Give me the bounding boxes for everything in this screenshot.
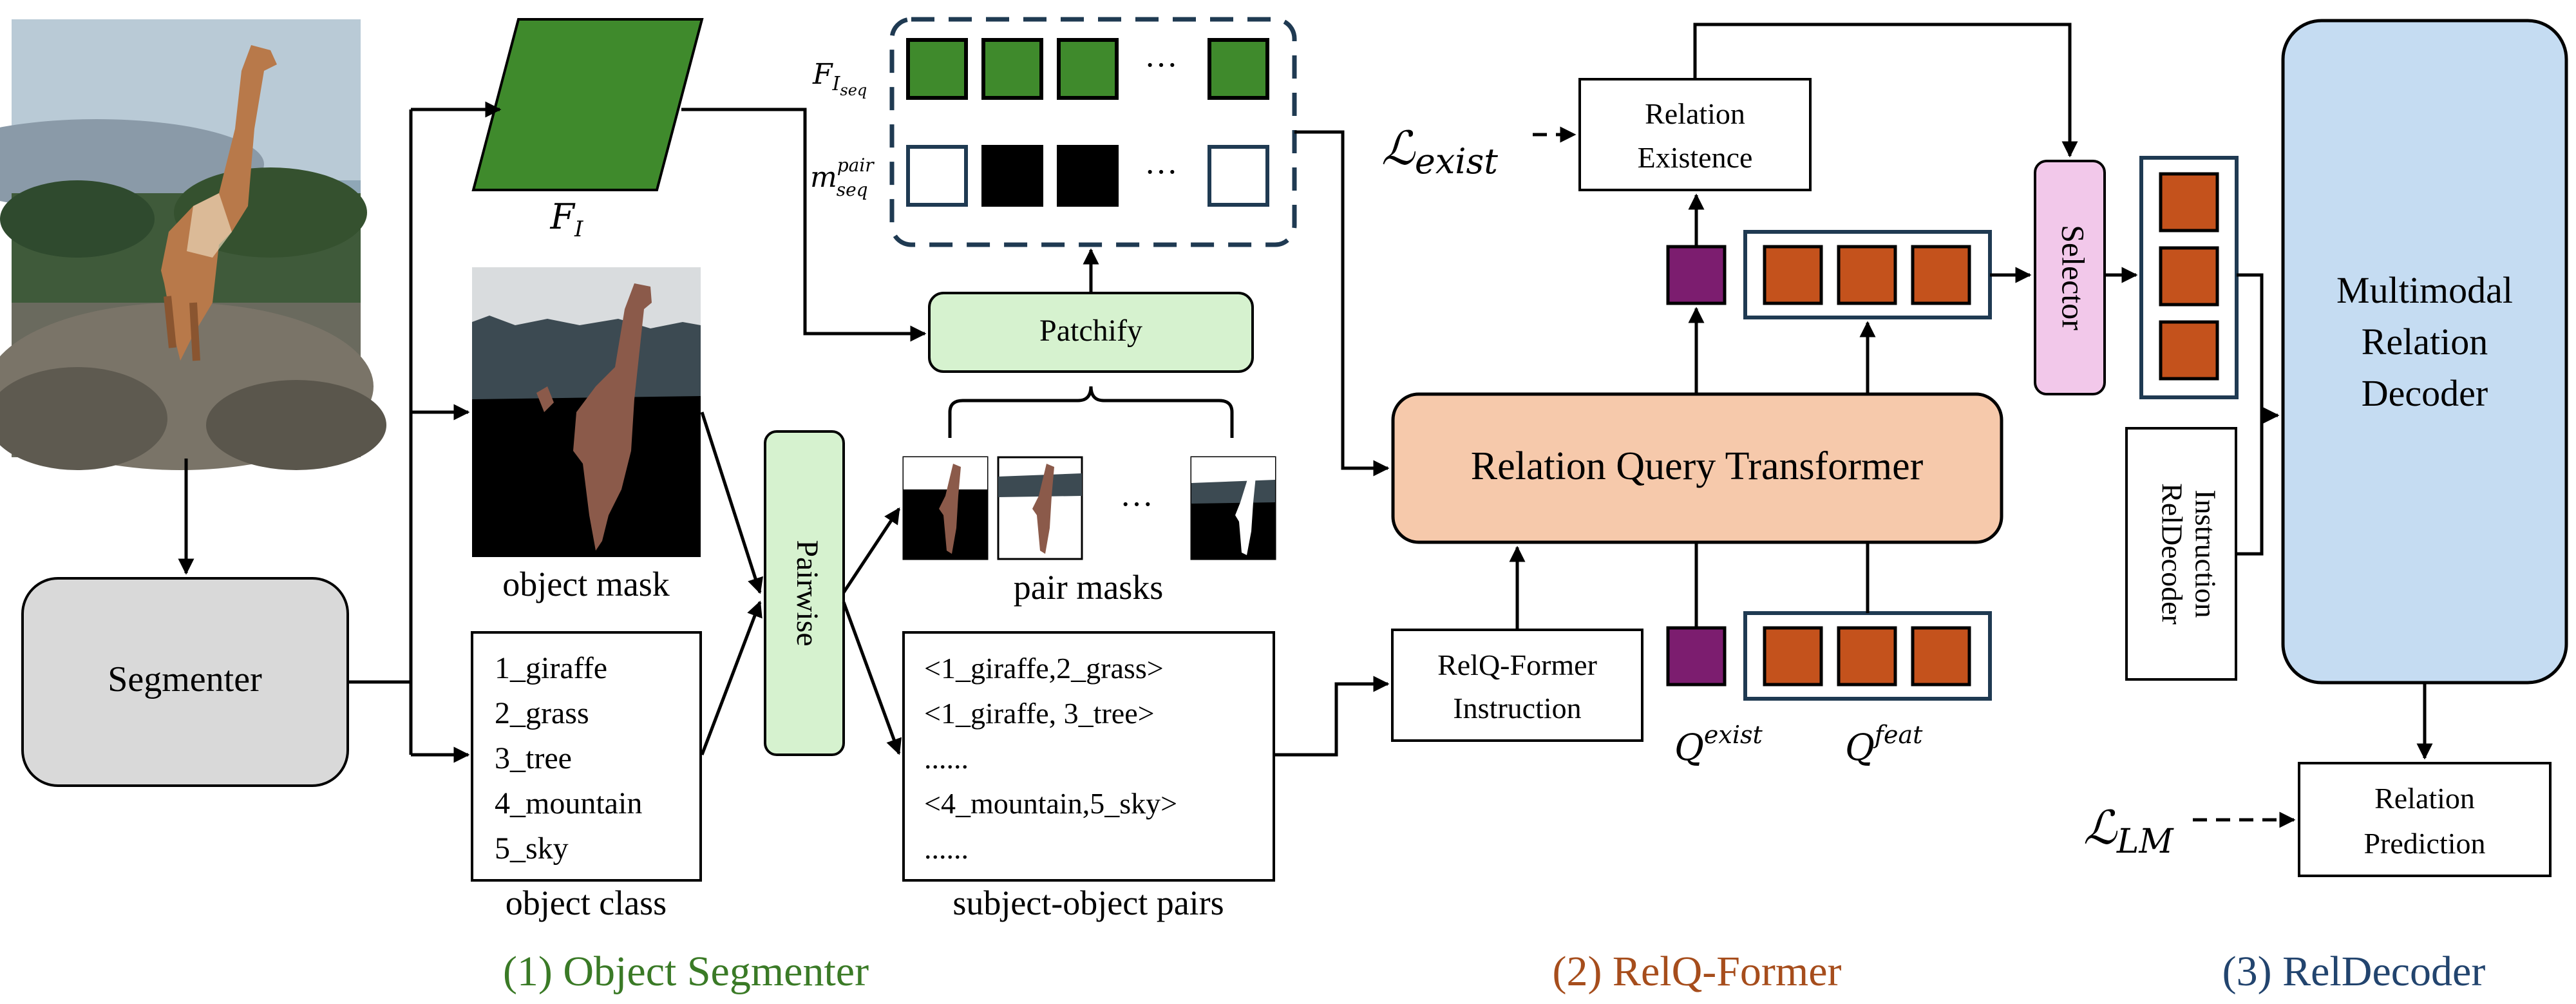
- subject-object-pairs-box: <1_giraffe,2_grass> <1_giraffe, 3_tree> …: [902, 631, 1275, 922]
- decoder-line1: Multimodal: [2336, 269, 2513, 311]
- multimodal-relation-decoder: Multimodal Relation Decoder: [2281, 19, 2568, 685]
- segmenter-label: Segmenter: [108, 659, 262, 699]
- pair-mask-2: [997, 456, 1083, 560]
- pair-item: <1_giraffe,2_grass>: [924, 652, 1164, 685]
- object-class-item: 1_giraffe: [495, 651, 607, 685]
- relation-prediction-line1: Relation: [2374, 782, 2475, 815]
- relation-prediction-box: Relation Prediction: [2298, 762, 2552, 877]
- query-tokens-top: [1666, 230, 1992, 319]
- stage-label-reldecoder: (3) RelDecoder: [2222, 948, 2486, 995]
- loss-lm-label: ℒLM: [2083, 800, 2174, 861]
- reldecoder-instruction-box: RelDecoder Instruction: [2125, 427, 2237, 681]
- mask-sequence-row: ···: [906, 145, 1269, 207]
- q-feat-label: Qfeat: [1845, 721, 1923, 769]
- relq-former-instruction-box: RelQ-Former Instruction: [1391, 629, 1643, 742]
- feature-map-FI: FI: [471, 18, 704, 242]
- pair-mask-1: [902, 456, 989, 560]
- relation-prediction-line2: Prediction: [2363, 827, 2485, 860]
- connectors: [178, 23, 2433, 828]
- reldecoder-instruction-line1: RelDecoder: [2155, 483, 2188, 625]
- pair-item: ......: [924, 832, 969, 865]
- object-class-list: 1_giraffe 2_grass 3_tree 4_mountain 5_sk…: [495, 651, 650, 866]
- pairwise-label: Pairwise: [790, 540, 824, 646]
- stage-label-relq-former: (2) RelQ-Former: [1552, 948, 1841, 995]
- sequence-box: ··· ···: [889, 17, 1297, 247]
- pair-masks-label: pair masks: [1014, 568, 1163, 607]
- pair-mask-3: [1190, 456, 1276, 560]
- relq-instruction-line2: Instruction: [1453, 692, 1581, 725]
- subject-object-pairs-list: <1_giraffe,2_grass> <1_giraffe, 3_tree> …: [924, 652, 1185, 865]
- relation-query-transformer-label: Relation Query Transformer: [1471, 444, 1924, 488]
- object-class-item: 4_mountain: [495, 786, 642, 820]
- relation-existence-box: Relation Existence: [1578, 78, 1812, 191]
- q-exist-label: Qexist: [1674, 721, 1763, 769]
- selected-tokens: [2139, 156, 2239, 399]
- relation-existence-line1: Relation: [1645, 97, 1745, 130]
- pair-masks-brace: [948, 386, 1234, 438]
- feature-sequence-row: ···: [906, 38, 1269, 100]
- query-tokens-bottom: [1666, 611, 1992, 701]
- pair-item: <4_mountain,5_sky>: [924, 787, 1177, 820]
- object-mask-label: object mask: [502, 565, 669, 603]
- object-class-item: 5_sky: [495, 831, 569, 866]
- object-class-label: object class: [506, 884, 667, 922]
- input-image: [0, 19, 386, 470]
- loss-exist-label: ℒexist: [1381, 121, 1498, 182]
- pair-item: ......: [924, 742, 969, 775]
- pair-item: <1_giraffe, 3_tree>: [924, 697, 1155, 730]
- feature-sequence-ellipsis: ···: [1144, 47, 1178, 84]
- relation-query-transformer: Relation Query Transformer: [1391, 392, 2003, 544]
- relq-instruction-line1: RelQ-Former: [1437, 649, 1597, 681]
- object-class-item: 2_grass: [495, 696, 589, 730]
- object-class-box: 1_giraffe 2_grass 3_tree 4_mountain 5_sk…: [471, 631, 702, 922]
- pair-masks: ··· pair masks: [902, 456, 1276, 607]
- selector-label: Selector: [2056, 225, 2092, 330]
- reldecoder-instruction-line2: Instruction: [2189, 489, 2222, 618]
- patchify-label: Patchify: [1039, 314, 1142, 348]
- segmenter-box: Segmenter: [21, 577, 349, 787]
- stage-label-object-segmenter: (1) Object Segmenter: [503, 948, 869, 995]
- pairwise-box: Pairwise: [764, 430, 845, 756]
- feature-sequence-label: FIseq: [812, 58, 867, 99]
- patchify-box: Patchify: [928, 292, 1254, 373]
- object-mask-image: object mask: [472, 267, 701, 603]
- pair-masks-ellipsis: ···: [1120, 486, 1153, 523]
- mask-sequence-ellipsis: ···: [1144, 154, 1178, 191]
- feature-map-label: FI: [550, 196, 583, 242]
- decoder-line3: Decoder: [2362, 372, 2488, 414]
- decoder-line2: Relation: [2362, 321, 2488, 363]
- relation-existence-line2: Existence: [1638, 141, 1753, 174]
- subject-object-pairs-label: subject-object pairs: [952, 884, 1224, 922]
- object-class-item: 3_tree: [495, 741, 572, 775]
- selector-box: Selector: [2034, 160, 2106, 395]
